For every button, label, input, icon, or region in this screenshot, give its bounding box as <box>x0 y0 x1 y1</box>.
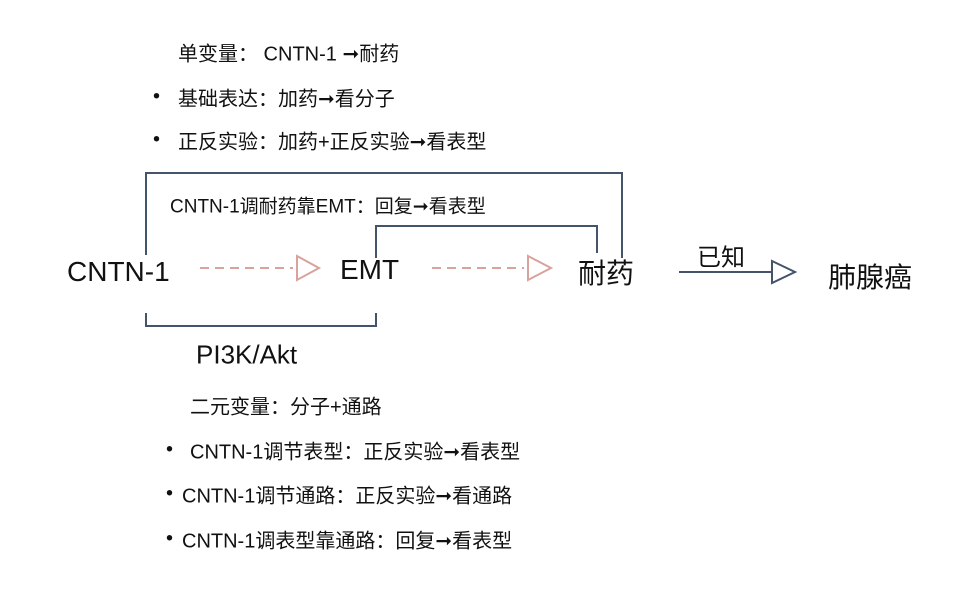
node-emt: EMT <box>340 254 400 285</box>
known-arrow-head <box>771 259 798 285</box>
bullet: • <box>153 128 161 151</box>
dashed-arrow-1-head <box>296 254 322 282</box>
bottom-bullet-2: CNTN-1调节通路：正反实验➞看通路 <box>182 485 513 508</box>
top-bullet-1: 基础表达：加药➞看分子 <box>178 88 395 111</box>
node-resistance: 耐药 <box>578 258 635 289</box>
known-label: 已知 <box>697 244 745 272</box>
pathway-bracket <box>145 313 377 327</box>
dashed-arrow-2-head <box>527 254 554 282</box>
top-bullet-2: 正反实验：加药+正反实验➞看表型 <box>178 131 487 154</box>
inner-bracket <box>375 225 598 258</box>
top-title: 单变量： CNTN-1 ➞耐药 <box>178 43 400 66</box>
node-lung-adenocarcinoma: 肺腺癌 <box>828 262 913 293</box>
bullet: • <box>166 482 174 505</box>
bullet: • <box>153 85 161 108</box>
mediation-caption: CNTN-1调耐药靠EMT：回复➞看表型 <box>170 196 486 218</box>
bottom-title: 二元变量：分子+通路 <box>190 396 382 419</box>
bullet: • <box>166 527 174 550</box>
outer-bracket <box>145 172 623 258</box>
bottom-bullet-3: CNTN-1调表型靠通路：回复➞看表型 <box>182 530 513 553</box>
node-cntn1: CNTN-1 <box>67 256 170 287</box>
bottom-bullet-1: CNTN-1调节表型：正反实验➞看表型 <box>190 441 521 464</box>
bullet: • <box>166 438 174 461</box>
pathway-label: PI3K/Akt <box>196 339 298 370</box>
